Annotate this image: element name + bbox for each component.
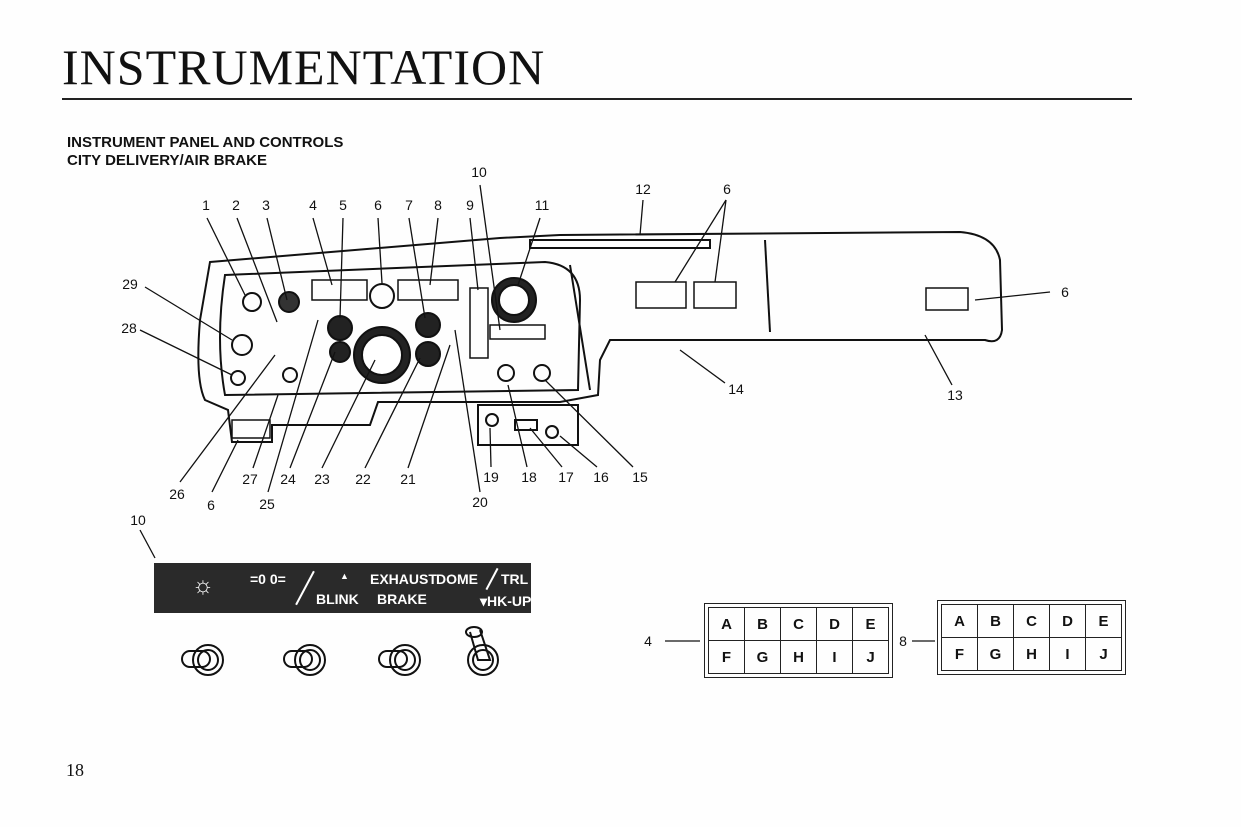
cell: C	[780, 607, 817, 641]
callout-15: 15	[632, 469, 648, 485]
callout-10: 10	[471, 164, 487, 180]
callout-20: 20	[472, 494, 488, 510]
callout-22: 22	[355, 471, 371, 487]
callout-23: 23	[314, 471, 330, 487]
fuse-block-4-label: 4	[644, 633, 652, 649]
headlight-icon: ☼	[192, 572, 214, 599]
switch-label-strip: ☼ =0 0= BLINK ▲ EXHAUST BRAKE DOME TRL ▾…	[154, 563, 531, 613]
callout-1: 1	[202, 197, 210, 213]
page-title: INSTRUMENTATION	[62, 39, 546, 95]
title-rule	[62, 98, 1132, 100]
callout-11: 11	[534, 197, 550, 213]
callout-10-detail: 10	[130, 512, 146, 528]
cell: G	[977, 637, 1014, 671]
clearance-lights-icon: =0 0=	[250, 571, 286, 587]
callout-14: 14	[728, 381, 744, 397]
cell: C	[1013, 604, 1050, 638]
cell: A	[941, 604, 978, 638]
callout-6-right: 6	[1061, 284, 1069, 300]
cell: B	[977, 604, 1014, 638]
callout-27: 27	[242, 471, 258, 487]
cell: F	[708, 640, 745, 674]
fuse-block-8-label: 8	[899, 633, 907, 649]
cell: B	[744, 607, 781, 641]
callout-28: 28	[121, 320, 137, 336]
trl-label: TRL	[501, 571, 529, 587]
section-heading: INSTRUMENT PANEL AND CONTROLS	[67, 134, 344, 151]
callout-17: 17	[558, 469, 574, 485]
cell: J	[852, 640, 889, 674]
brake-label: BRAKE	[377, 591, 427, 607]
callout-9: 9	[466, 197, 474, 213]
cell: A	[708, 607, 745, 641]
cell: F	[941, 637, 978, 671]
divider-slash	[295, 570, 315, 606]
cell: I	[1049, 637, 1086, 671]
divider-slash-2	[485, 567, 499, 591]
callout-4: 4	[309, 197, 317, 213]
page-number: 18	[66, 760, 84, 780]
callout-8: 8	[434, 197, 442, 213]
cell: H	[1013, 637, 1050, 671]
cell: I	[816, 640, 853, 674]
up-arrow-icon: ▲	[340, 571, 349, 581]
callout-6: 6	[374, 197, 382, 213]
callout-16: 16	[593, 469, 609, 485]
callout-12: 12	[635, 181, 651, 197]
callout-26: 26	[169, 486, 185, 502]
callout-18: 18	[521, 469, 537, 485]
cell: G	[744, 640, 781, 674]
callout-24: 24	[280, 471, 296, 487]
callout-21: 21	[400, 471, 416, 487]
cell: J	[1085, 637, 1122, 671]
callout-7: 7	[405, 197, 413, 213]
hk-up-label: ▾HK-UP	[480, 593, 532, 609]
cell: D	[1049, 604, 1086, 638]
cell: H	[780, 640, 817, 674]
cell: E	[852, 607, 889, 641]
blink-label: BLINK	[316, 591, 359, 607]
callout-13: 13	[947, 387, 963, 403]
callout-5: 5	[339, 197, 347, 213]
section-subheading: CITY DELIVERY/AIR BRAKE	[67, 152, 268, 169]
callout-2: 2	[232, 197, 240, 213]
callout-25: 25	[259, 496, 275, 512]
dome-label: DOME	[436, 571, 478, 587]
callout-3: 3	[262, 197, 270, 213]
callout-6-vents: 6	[723, 181, 731, 197]
callout-29: 29	[122, 276, 138, 292]
cell: E	[1085, 604, 1122, 638]
callout-6-lower: 6	[207, 497, 215, 513]
cell: D	[816, 607, 853, 641]
exhaust-label: EXHAUST	[370, 571, 437, 587]
callout-19: 19	[483, 469, 499, 485]
